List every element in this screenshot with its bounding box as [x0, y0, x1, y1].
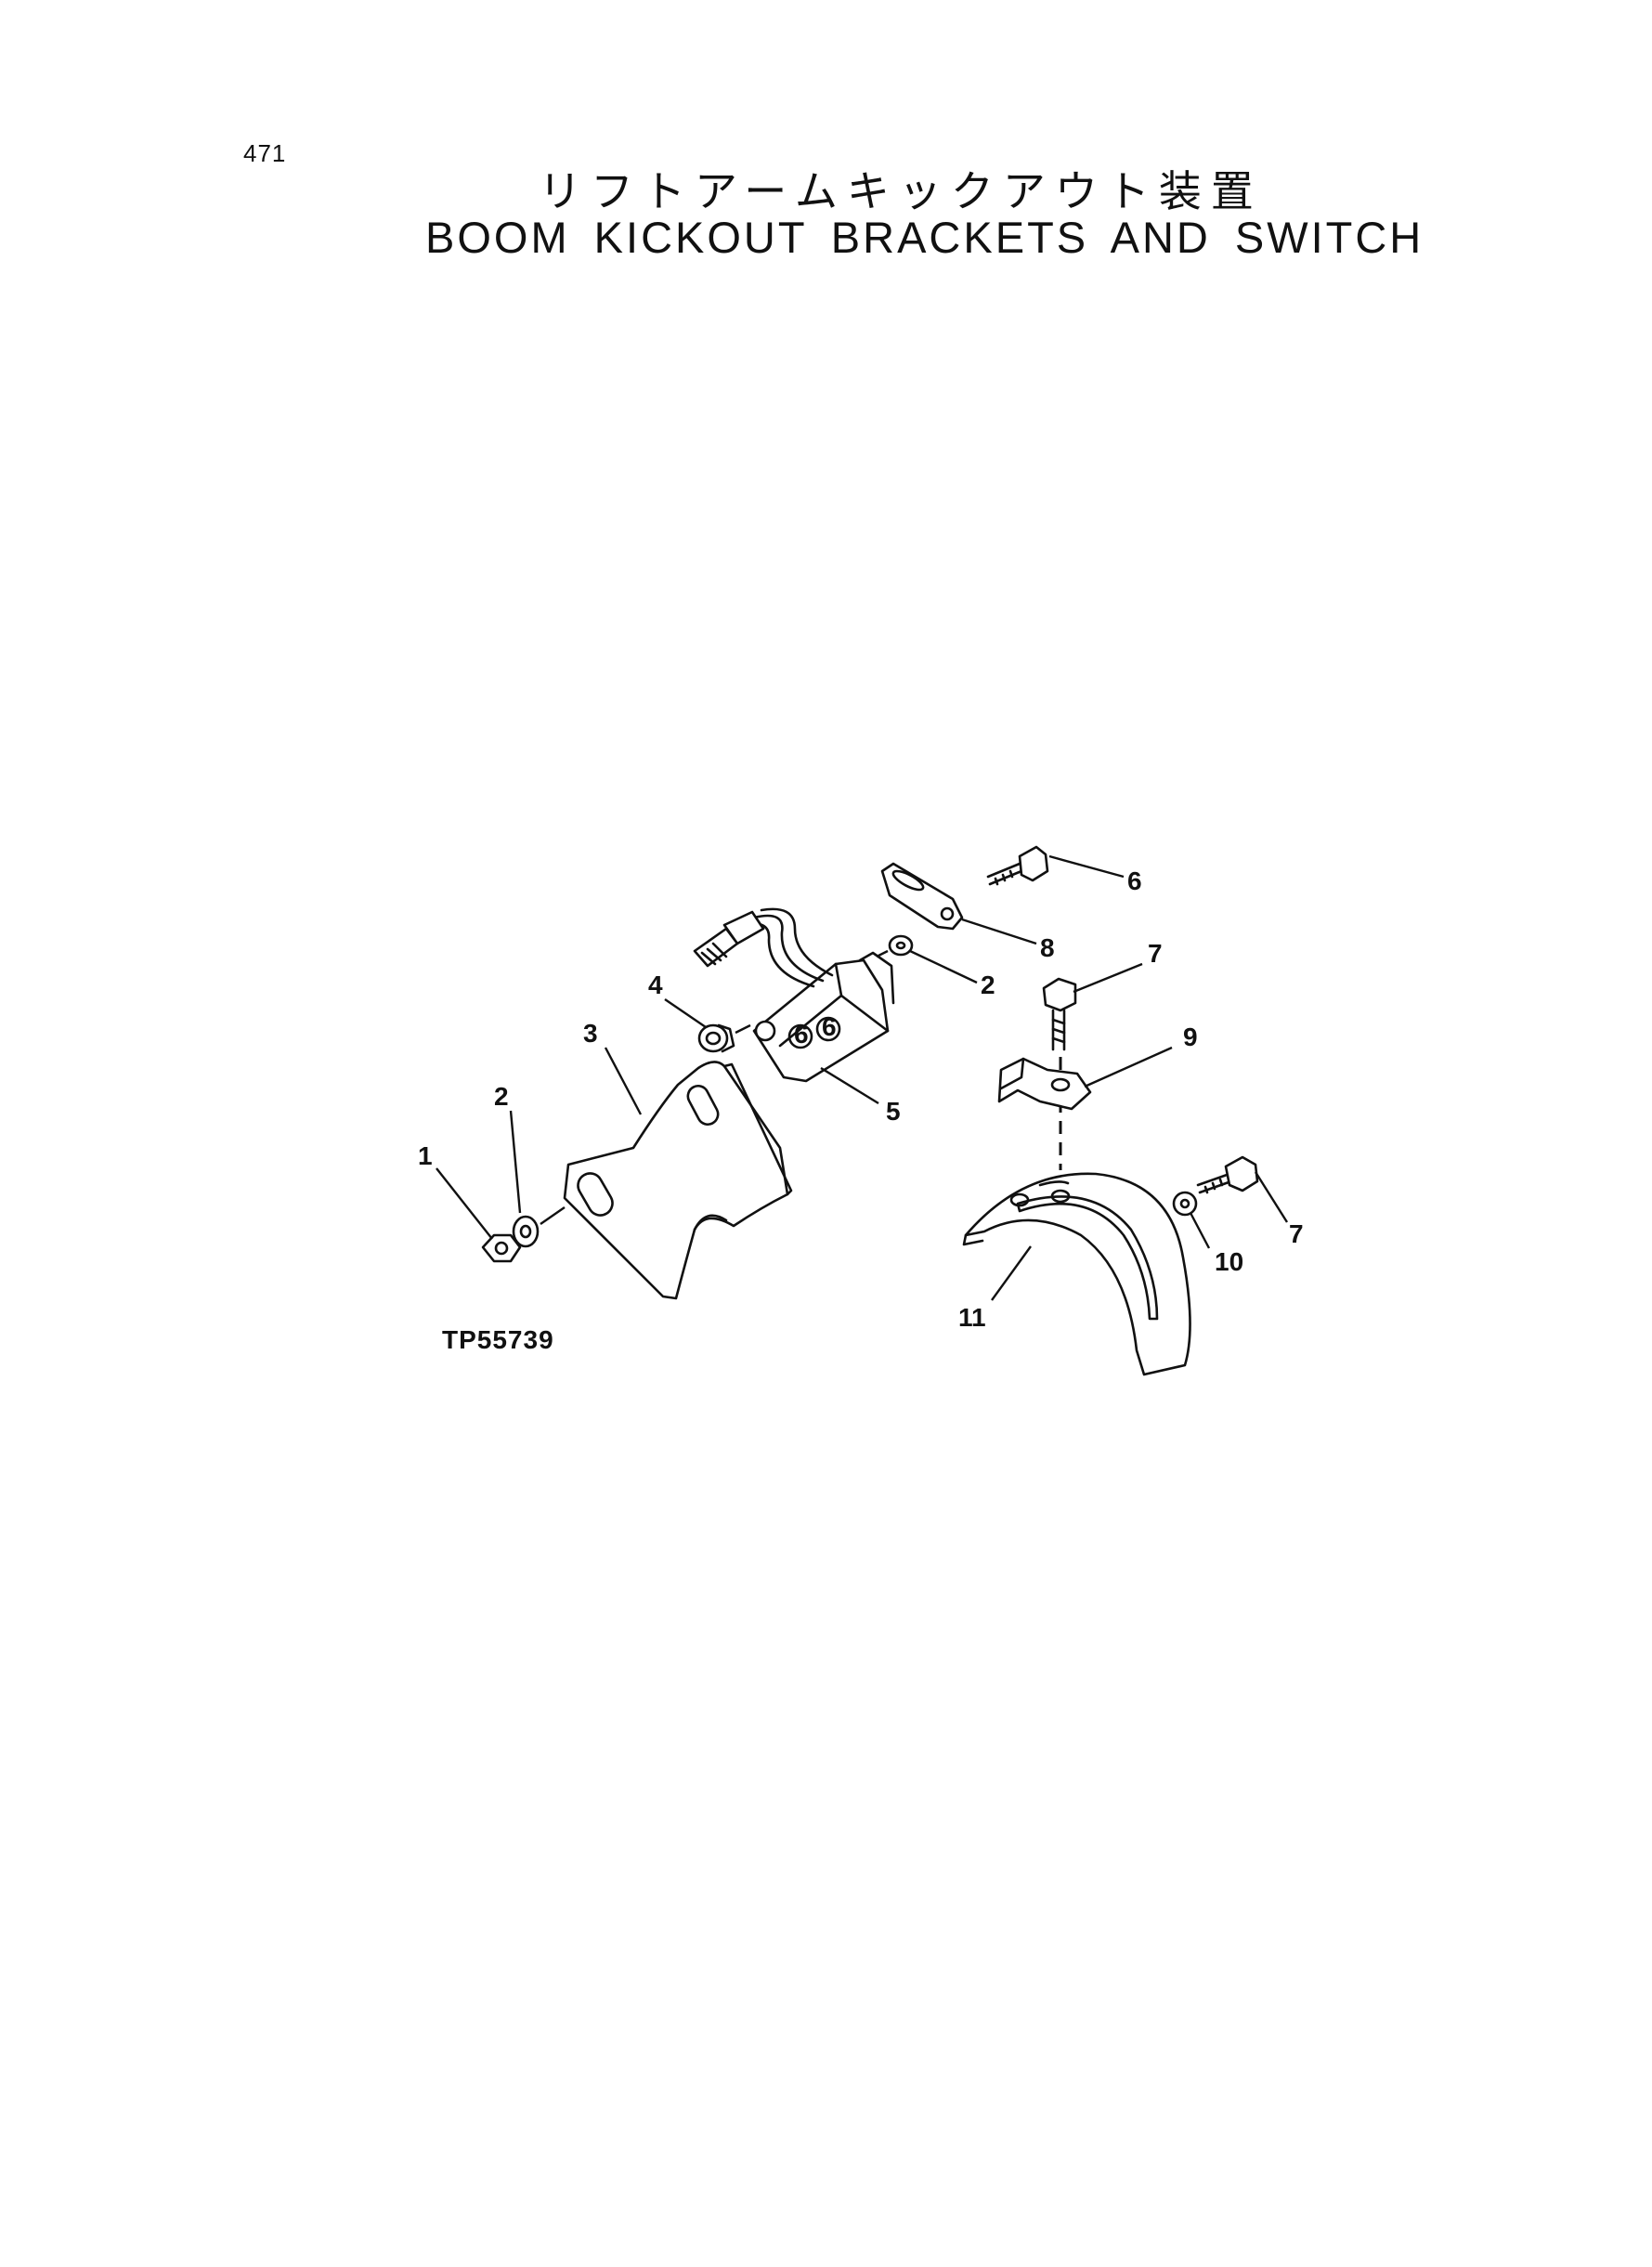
callout-1: 1 [418, 1141, 433, 1170]
callout-10: 10 [1215, 1247, 1243, 1276]
plate-bracket-icon [563, 1061, 793, 1300]
bolt-icon [986, 845, 1049, 886]
callout-2-left: 2 [494, 1082, 509, 1111]
callout-4: 4 [648, 971, 663, 999]
callout-3: 3 [583, 1019, 598, 1048]
figure-id: TP55739 [442, 1325, 554, 1354]
callout-5: 5 [886, 1097, 901, 1126]
arm-plate-icon [880, 862, 964, 931]
title-japanese: リフトアームキックアウト装置 [539, 166, 1263, 216]
svg-text:6: 6 [794, 1020, 809, 1049]
callout-6: 6 [1127, 866, 1142, 895]
washer-icon [888, 934, 914, 957]
switch-icon: 6 6 [693, 907, 895, 1083]
callout-7-lower: 7 [1289, 1219, 1304, 1248]
spacer-icon [697, 1023, 735, 1053]
cam-bracket-icon [962, 1172, 1191, 1376]
callout-7-upper: 7 [1148, 939, 1163, 968]
washer-icon [512, 1215, 540, 1248]
plate-bracket-icon [997, 1057, 1092, 1111]
hex-nut-icon [481, 1233, 522, 1263]
title-english: BOOM KICKOUT BRACKETS AND SWITCH [425, 213, 1424, 262]
callout-2-right: 2 [981, 971, 995, 999]
callout-8: 8 [1040, 933, 1055, 962]
callout-11: 11 [958, 1303, 986, 1332]
washer-icon [1172, 1191, 1198, 1217]
callout-9: 9 [1183, 1023, 1198, 1051]
svg-text:6: 6 [822, 1012, 837, 1041]
bolt-icon [1196, 1155, 1259, 1194]
bolt-icon [1042, 977, 1077, 1051]
page-number: 471 [243, 139, 287, 167]
